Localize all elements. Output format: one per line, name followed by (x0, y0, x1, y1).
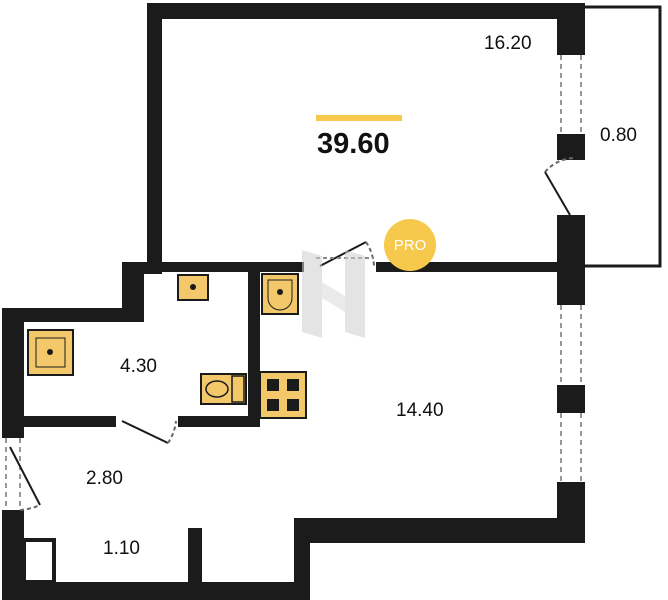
sink-icon (261, 273, 299, 315)
room-area-closet: 1.10 (103, 538, 140, 559)
toilet-icon (200, 373, 247, 405)
room-area-hallway: 2.80 (86, 468, 123, 489)
bathtub-icon (27, 329, 74, 376)
door-icon (9, 157, 576, 511)
balcony-outline (585, 5, 662, 268)
pro-badge: PRO (384, 219, 436, 271)
walls (2, 3, 585, 600)
room-area-balcony: 0.80 (600, 125, 637, 146)
window-icon (5, 55, 582, 510)
room-area-kitchen: 14.40 (396, 400, 444, 421)
stove-icon (259, 371, 307, 419)
total-area: 39.60 (317, 128, 390, 160)
total-accent-bar (316, 115, 402, 121)
room-area-bathroom: 4.30 (120, 356, 157, 377)
pro-badge-label: PRO (393, 236, 427, 254)
room-area-living: 16.20 (484, 33, 532, 54)
sink-icon (177, 274, 209, 301)
watermark-logo (302, 250, 365, 338)
